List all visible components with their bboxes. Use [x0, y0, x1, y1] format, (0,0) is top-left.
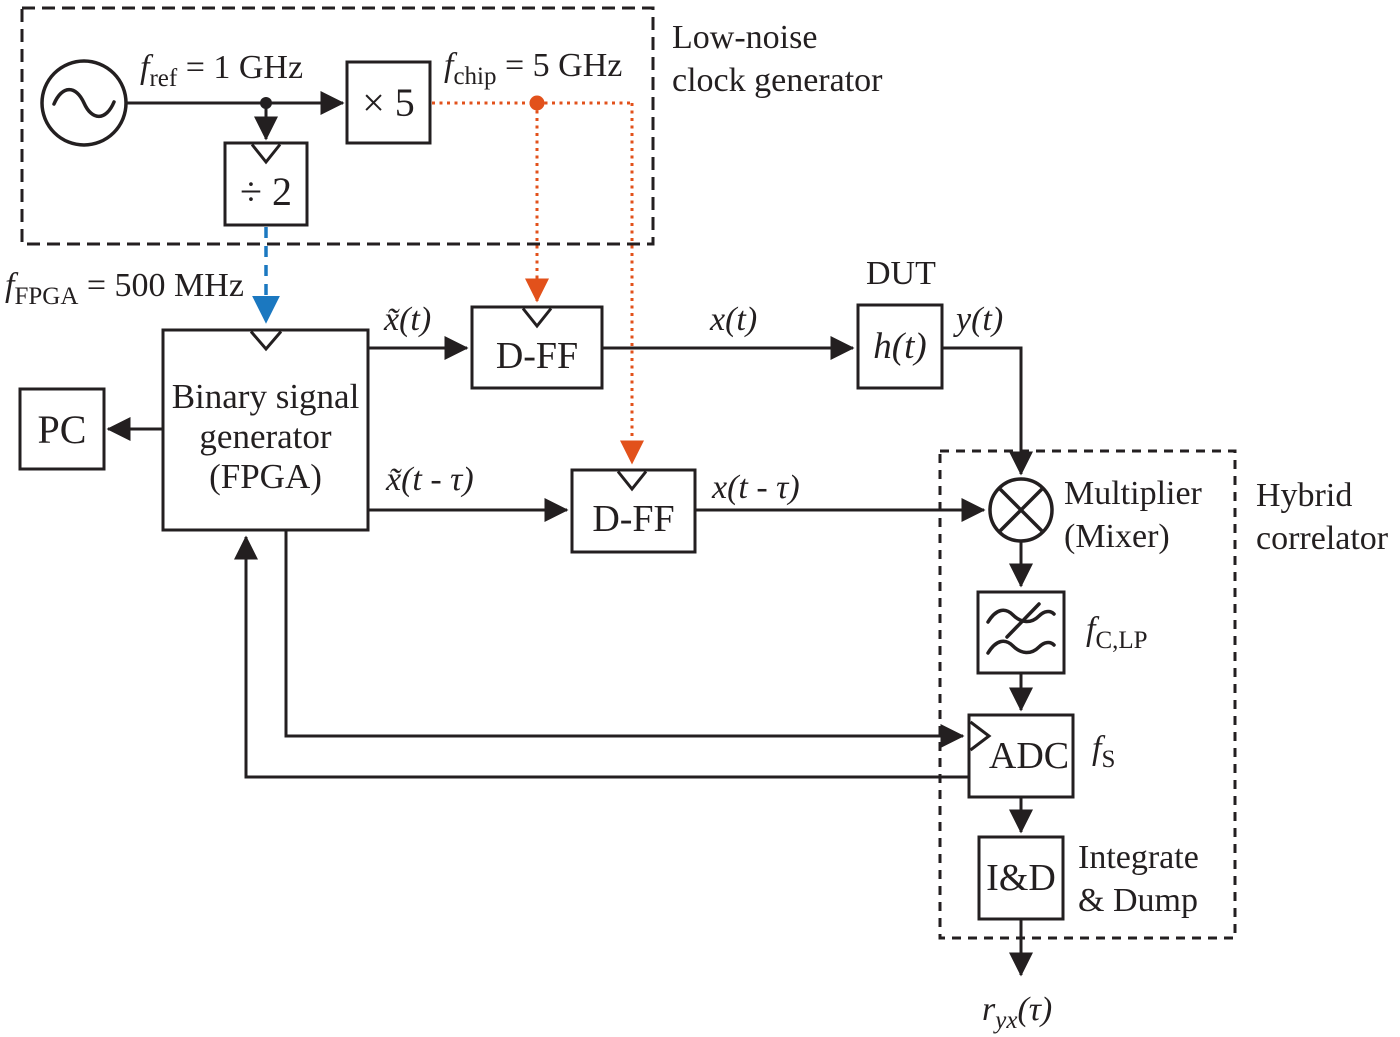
- filter-cutoff-sub: C,LP: [1095, 626, 1148, 654]
- fpga-label: Binary signal generator (FPGA): [163, 330, 368, 530]
- clock-generator-caption-line2: clock generator: [672, 62, 883, 99]
- chip-clock-junction-dot: [529, 95, 545, 111]
- f-chip-label: fchip = 5 GHz: [444, 46, 623, 89]
- fpga-label-line2: generator: [199, 417, 332, 456]
- filter-cutoff-var: f: [1086, 611, 1096, 648]
- dut-title: DUT: [866, 255, 936, 292]
- dff1-clock-chevron-icon: [521, 307, 553, 329]
- output-correlation-var: r: [982, 991, 996, 1028]
- adc-rate-sub: S: [1101, 745, 1116, 773]
- wire-adc-data-to-fpga: [234, 535, 969, 779]
- lowpass-filter-box: [976, 590, 1066, 675]
- lowpass-filter-icon: [986, 602, 1056, 655]
- integrate-dump-caption-line1: Integrate: [1078, 839, 1199, 876]
- reference-junction-dot: [260, 97, 272, 109]
- f-ref-sub: ref: [149, 64, 178, 92]
- f-ref-eq: = 1 GHz: [177, 49, 304, 86]
- f-chip-eq: = 5 GHz: [496, 47, 623, 84]
- fpga-clock-chevron-icon: [249, 330, 283, 352]
- fpga-label-line3: (FPGA): [209, 457, 322, 496]
- wire-dut-to-mixer: [942, 346, 1033, 476]
- f-fpga-sub: FPGA: [14, 282, 79, 310]
- signal-x-tilde-t-tau-label: x̃(t - τ): [386, 461, 474, 498]
- f-fpga-var: f: [5, 267, 15, 304]
- divide-by-2-box: [223, 141, 309, 227]
- mixer-icon: [988, 477, 1054, 543]
- f-fpga-label: fFPGA = 500 MHz: [5, 266, 244, 309]
- signal-x-t-label: x(t): [710, 301, 758, 338]
- multiply-by-5-box: [345, 60, 432, 145]
- signal-x-tilde-t-label: x̃(t): [384, 301, 432, 338]
- clock-generator-caption: Low-noise clock generator: [672, 16, 883, 102]
- hybrid-correlator-group-box: [938, 449, 1237, 940]
- signal-wires: [106, 91, 1033, 977]
- pc-label: PC: [37, 406, 87, 452]
- hybrid-correlator-caption: Hybrid correlator: [1256, 474, 1388, 560]
- f-fpga-eq: = 500 MHz: [78, 267, 244, 304]
- wire-fpga-to-adc-clock: [284, 530, 965, 748]
- fpga-label-line1: Binary signal: [171, 377, 360, 416]
- integrate-dump-caption: Integrate & Dump: [1078, 836, 1199, 922]
- signal-y-t-label: y(t): [956, 301, 1004, 338]
- output-correlation-sub: yx: [995, 1006, 1018, 1034]
- adc-rate-var: f: [1092, 730, 1102, 767]
- dff2-clock-chevron-icon: [616, 470, 648, 492]
- signal-x-t-tau-label: x(t - τ): [712, 469, 800, 506]
- f-chip-sub: chip: [453, 62, 497, 90]
- mixer-caption-line2: (Mixer): [1064, 518, 1170, 555]
- pc-box: [18, 387, 106, 471]
- output-correlation-label: ryx(τ): [982, 990, 1053, 1033]
- adc-rate-label: fS: [1092, 729, 1115, 772]
- clock-generator-group-box: [20, 6, 655, 246]
- hybrid-correlator-caption-line1: Hybrid: [1256, 477, 1353, 514]
- clock-generator-caption-line1: Low-noise: [672, 19, 818, 56]
- dff1-label: D-FF: [495, 334, 579, 377]
- mixer-caption-line1: Multiplier: [1064, 475, 1202, 512]
- integrate-dump-caption-line2: & Dump: [1078, 882, 1198, 919]
- mixer-caption: Multiplier (Mixer): [1064, 472, 1202, 558]
- output-correlation-post: (τ): [1017, 991, 1053, 1028]
- hybrid-correlator-caption-line2: correlator: [1256, 520, 1389, 557]
- chip-clock-wires: [432, 101, 644, 465]
- dut-impulse-response-label: h(t): [873, 326, 927, 367]
- adc-label: ADC: [988, 735, 1070, 777]
- integrate-dump-box-label: I&D: [986, 857, 1056, 899]
- divider-clock-chevron-icon: [250, 143, 282, 165]
- f-chip-var: f: [444, 47, 454, 84]
- multiply-by-5-label: × 5: [362, 80, 415, 125]
- f-ref-label: fref = 1 GHz: [140, 48, 304, 91]
- divide-by-2-label: ÷ 2: [240, 168, 292, 214]
- oscillator-icon: [40, 59, 128, 147]
- adc-clock-chevron-icon: [969, 720, 992, 752]
- dff2-label: D-FF: [592, 498, 675, 540]
- filter-cutoff-label: fC,LP: [1086, 610, 1148, 653]
- f-ref-var: f: [140, 49, 150, 86]
